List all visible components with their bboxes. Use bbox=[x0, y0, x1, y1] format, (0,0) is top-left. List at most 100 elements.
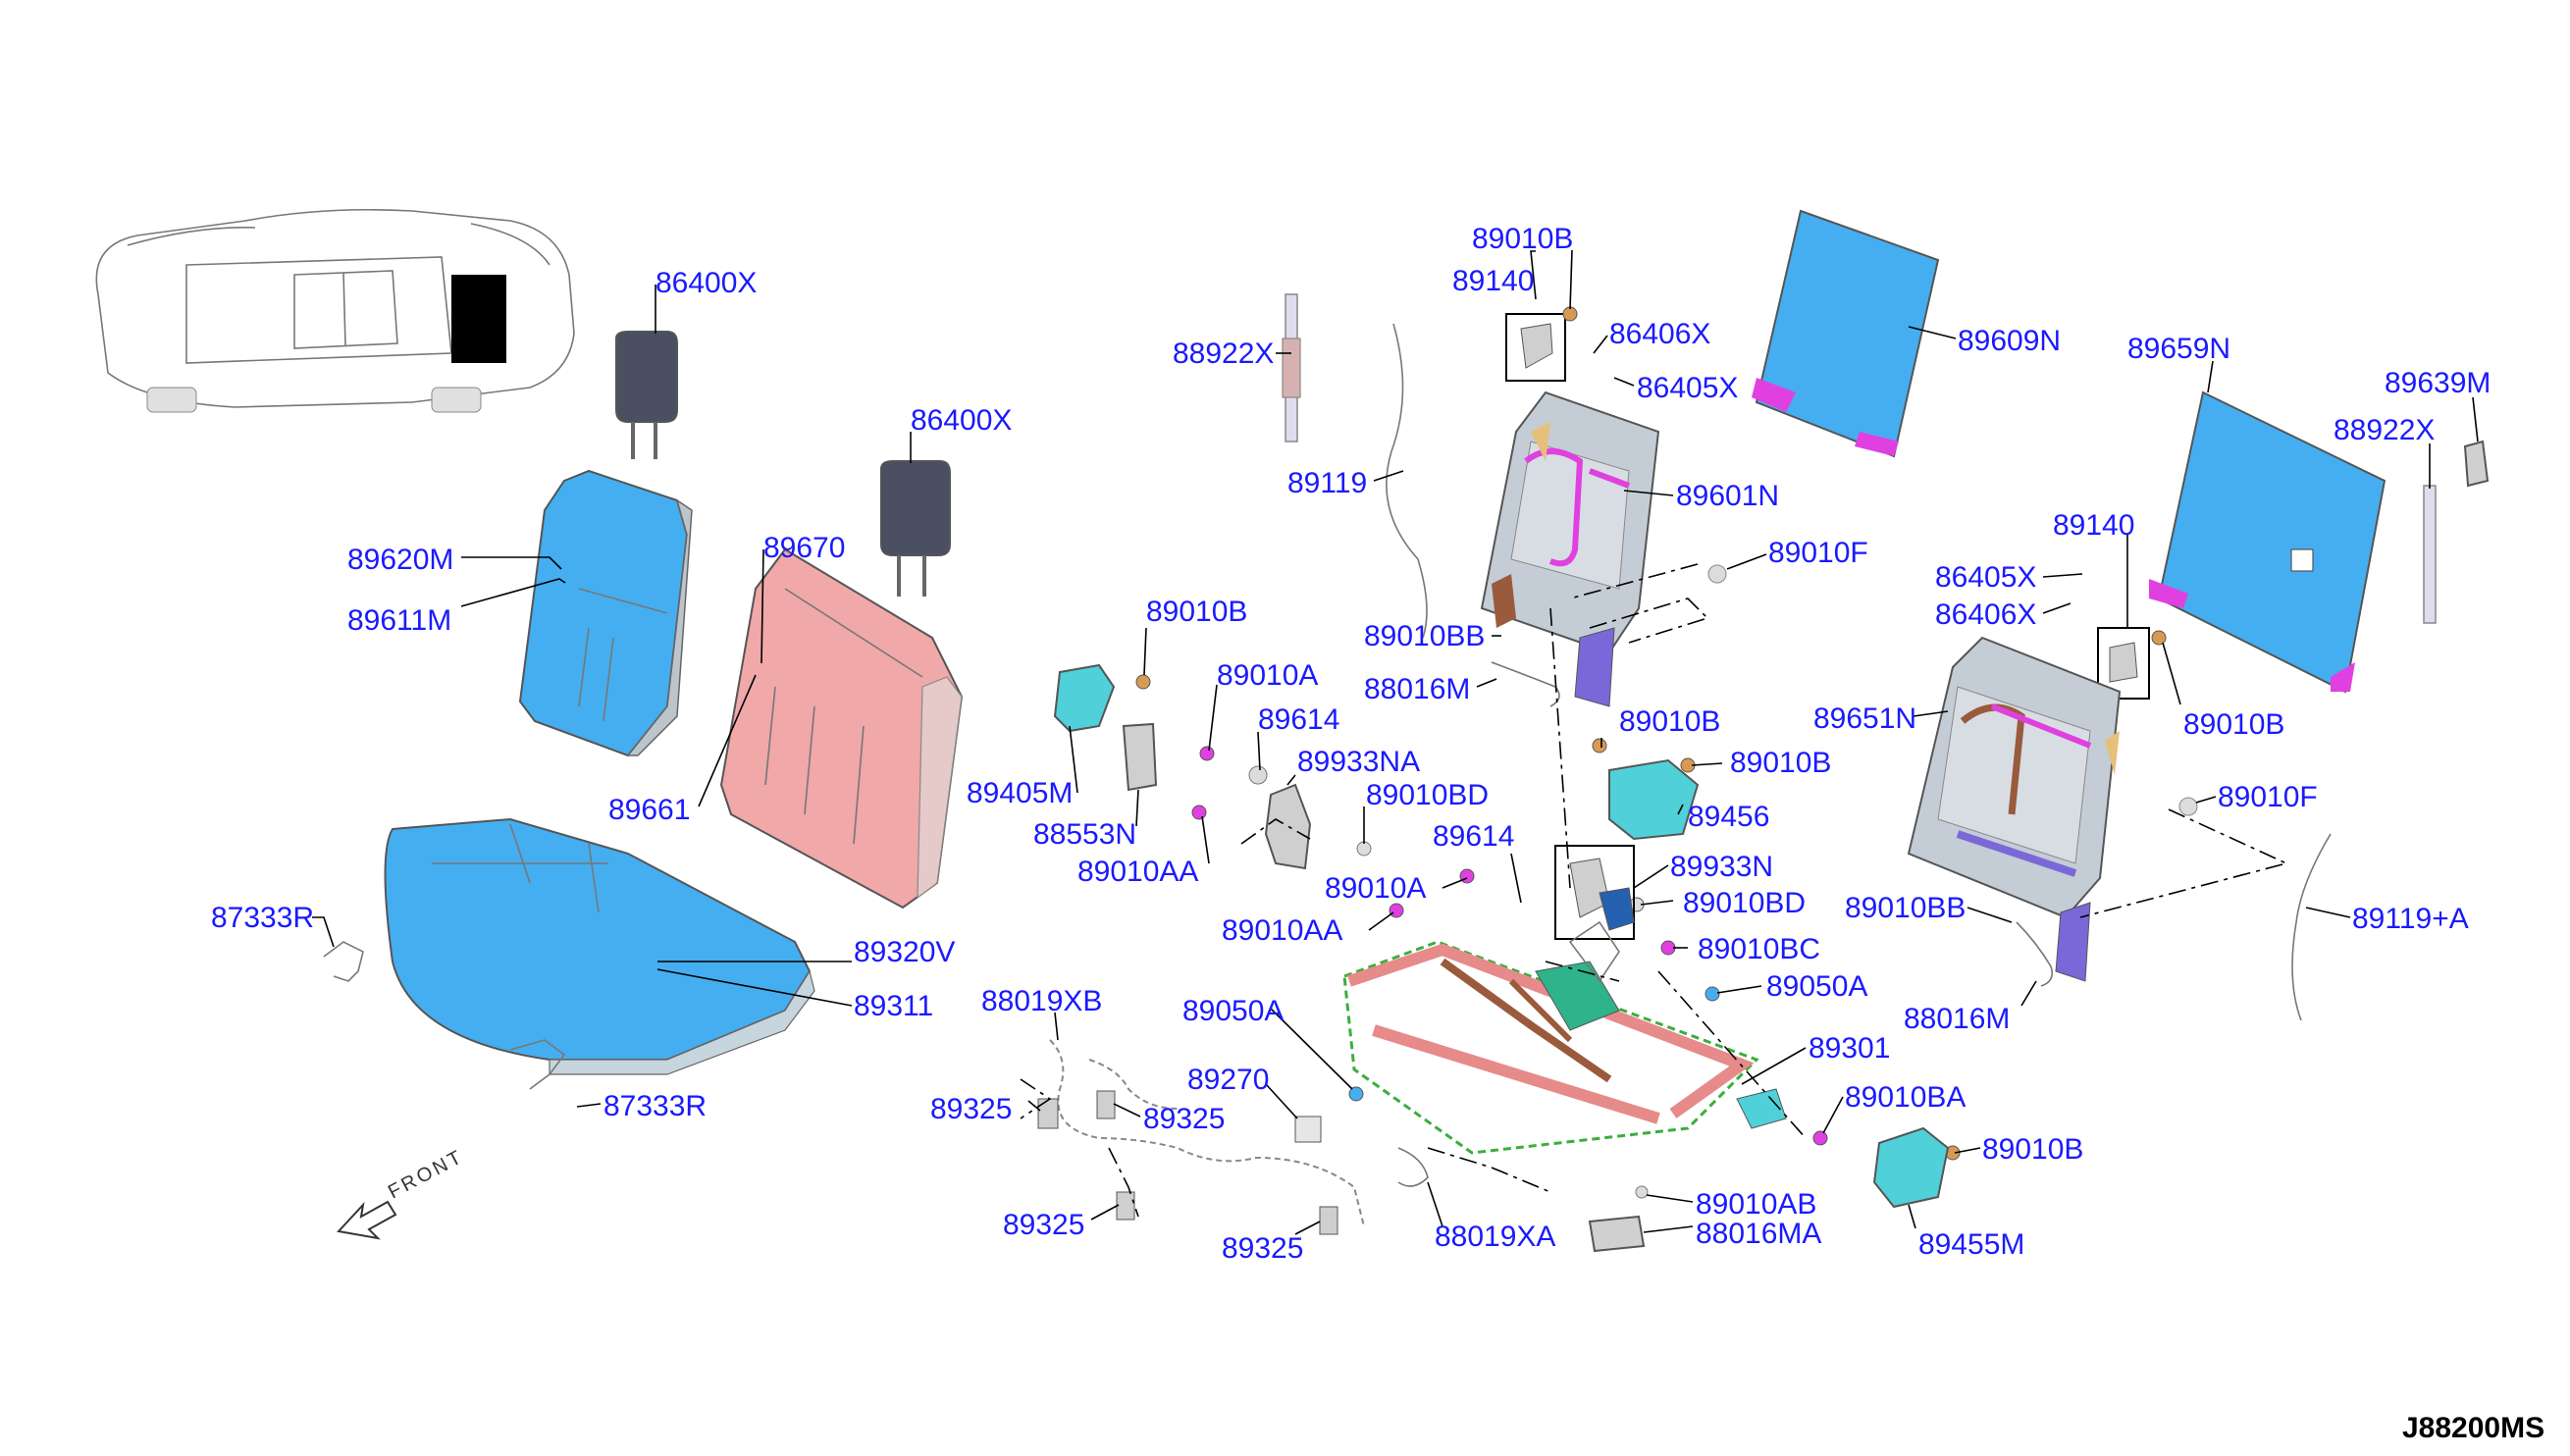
part-label[interactable]: 89611M bbox=[347, 604, 451, 637]
trim-89455M bbox=[1872, 1126, 1950, 1209]
part-label[interactable]: 89010AB bbox=[1696, 1188, 1816, 1221]
part-label[interactable]: 89010BB bbox=[1845, 892, 1966, 924]
part-label[interactable]: 89140 bbox=[1452, 265, 1534, 297]
part-label[interactable]: 89010BB bbox=[1364, 620, 1485, 652]
part-label[interactable]: 89010F bbox=[2218, 781, 2318, 813]
part-label[interactable]: 89639M bbox=[2385, 367, 2491, 399]
part-label[interactable]: 89010B bbox=[2183, 708, 2284, 741]
part-label[interactable]: 89010BA bbox=[1845, 1081, 1966, 1114]
highlight-area bbox=[451, 275, 506, 363]
trim-89405M bbox=[1053, 663, 1116, 733]
part-label[interactable]: 86406X bbox=[1609, 318, 1710, 350]
part-label[interactable]: 89614 bbox=[1433, 820, 1514, 853]
part-label[interactable]: 89456 bbox=[1688, 801, 1769, 833]
leader-lines bbox=[312, 249, 2479, 1235]
part-label[interactable]: 86405X bbox=[1637, 372, 1738, 404]
part-label[interactable]: 89010BC bbox=[1698, 933, 1820, 965]
part-label[interactable]: 89311 bbox=[854, 990, 933, 1022]
part-label[interactable]: 89620M bbox=[347, 544, 453, 576]
car-overview bbox=[95, 208, 575, 413]
part-label[interactable]: 86405X bbox=[1935, 561, 2036, 594]
part-label[interactable]: 89405M bbox=[967, 777, 1073, 809]
part-label[interactable]: 89325 bbox=[1222, 1232, 1303, 1265]
headrest-guides-88922X-left bbox=[1282, 293, 1301, 442]
diagram-code: J88200MS bbox=[2402, 1412, 2544, 1444]
assembly-lines bbox=[1020, 563, 2289, 1218]
part-label[interactable]: 88019XB bbox=[981, 985, 1102, 1017]
part-label[interactable]: 89933NA bbox=[1297, 746, 1420, 778]
part-label[interactable]: 88553N bbox=[1033, 818, 1136, 851]
wire-89119A bbox=[2291, 833, 2332, 1021]
part-label[interactable]: 89614 bbox=[1258, 703, 1339, 736]
bracket-89933N bbox=[1554, 845, 1635, 940]
part-label[interactable]: 89010B bbox=[1730, 747, 1831, 779]
part-label[interactable]: 89933N bbox=[1670, 851, 1773, 883]
part-label[interactable]: 88922X bbox=[1173, 338, 1274, 370]
seat-cushion-left bbox=[384, 817, 815, 1075]
bracket-89933NA bbox=[1264, 783, 1312, 870]
part-label[interactable]: 89670 bbox=[763, 532, 845, 564]
seatback-pad-center bbox=[719, 547, 964, 910]
part-label[interactable]: 89119+A bbox=[2352, 903, 2469, 935]
part-label[interactable]: 89325 bbox=[1003, 1209, 1084, 1241]
cover-89609N bbox=[1752, 209, 1940, 458]
trim-89456 bbox=[1608, 758, 1700, 841]
clip-89639M bbox=[2463, 440, 2490, 488]
latch-88553N bbox=[1122, 722, 1158, 792]
headrest-guide-88922X-right bbox=[2423, 485, 2437, 624]
part-label[interactable]: 89320V bbox=[854, 936, 955, 968]
part-label[interactable]: 89010BD bbox=[1366, 779, 1489, 811]
seatback-cover-left bbox=[518, 469, 693, 757]
part-label[interactable]: 89301 bbox=[1809, 1032, 1890, 1065]
cover-89659N bbox=[2149, 390, 2386, 694]
part-label[interactable]: 89010B bbox=[1982, 1133, 2083, 1166]
part-label[interactable]: 87333R bbox=[603, 1090, 707, 1122]
part-label[interactable]: 88922X bbox=[2334, 414, 2435, 446]
part-label[interactable]: 89010B bbox=[1619, 705, 1720, 738]
part-label[interactable]: 89010A bbox=[1217, 659, 1318, 692]
seat-frame-89301 bbox=[1342, 920, 1787, 1155]
front-label: FRONT bbox=[385, 1146, 467, 1204]
part-label[interactable]: 89325 bbox=[930, 1093, 1012, 1125]
part-label[interactable]: 88016MA bbox=[1696, 1218, 1821, 1250]
part-label[interactable]: 89651N bbox=[1813, 702, 1916, 735]
part-label[interactable]: 88016M bbox=[1364, 673, 1470, 705]
part-label[interactable]: 89010AA bbox=[1077, 856, 1198, 888]
part-label[interactable]: 89270 bbox=[1187, 1064, 1269, 1096]
bracket-88016MA bbox=[1588, 1185, 1649, 1253]
part-label[interactable]: 86400X bbox=[911, 404, 1012, 437]
part-label[interactable]: 86406X bbox=[1935, 598, 2036, 631]
cable-88016M-center bbox=[1491, 661, 1560, 707]
part-label[interactable]: 86400X bbox=[656, 267, 757, 299]
part-label[interactable]: 89661 bbox=[608, 794, 690, 826]
lock-89140 bbox=[1505, 306, 1578, 382]
part-label[interactable]: 89140 bbox=[2053, 509, 2134, 542]
part-label[interactable]: 89010AA bbox=[1222, 914, 1342, 947]
part-label[interactable]: 89010B bbox=[1146, 596, 1247, 628]
part-label[interactable]: 89010B bbox=[1472, 223, 1573, 255]
part-label[interactable]: 89659N bbox=[2127, 333, 2230, 365]
back-frame-89601N bbox=[1480, 390, 1660, 707]
wire-89119 bbox=[1386, 323, 1428, 639]
part-labels[interactable]: 86400X 86400X 89620M 89611M 89670 89661 … bbox=[211, 223, 2491, 1265]
part-label[interactable]: 89010F bbox=[1768, 537, 1868, 569]
part-label[interactable]: 89050A bbox=[1766, 970, 1867, 1003]
part-label[interactable]: 87333R bbox=[211, 902, 314, 934]
back-frame-89651N bbox=[1907, 636, 2122, 982]
lock-89140-right bbox=[2097, 627, 2150, 700]
part-label[interactable]: 89601N bbox=[1676, 480, 1779, 512]
harness bbox=[1037, 1039, 1429, 1235]
part-label[interactable]: 89010A bbox=[1325, 872, 1426, 905]
part-label[interactable]: 89119 bbox=[1287, 467, 1367, 499]
part-label[interactable]: 89455M bbox=[1918, 1228, 2024, 1261]
part-label[interactable]: 89325 bbox=[1143, 1103, 1225, 1135]
part-label[interactable]: 88019XA bbox=[1435, 1221, 1555, 1253]
part-label[interactable]: 89050A bbox=[1182, 995, 1284, 1027]
part-label[interactable]: 89609N bbox=[1958, 325, 2061, 357]
headrest-center bbox=[880, 460, 951, 597]
hooks-87333R bbox=[323, 941, 566, 1090]
part-label[interactable]: 88016M bbox=[1904, 1003, 2010, 1035]
cable-88016M-right bbox=[2016, 921, 2054, 987]
part-label[interactable]: 89010BD bbox=[1683, 887, 1806, 919]
